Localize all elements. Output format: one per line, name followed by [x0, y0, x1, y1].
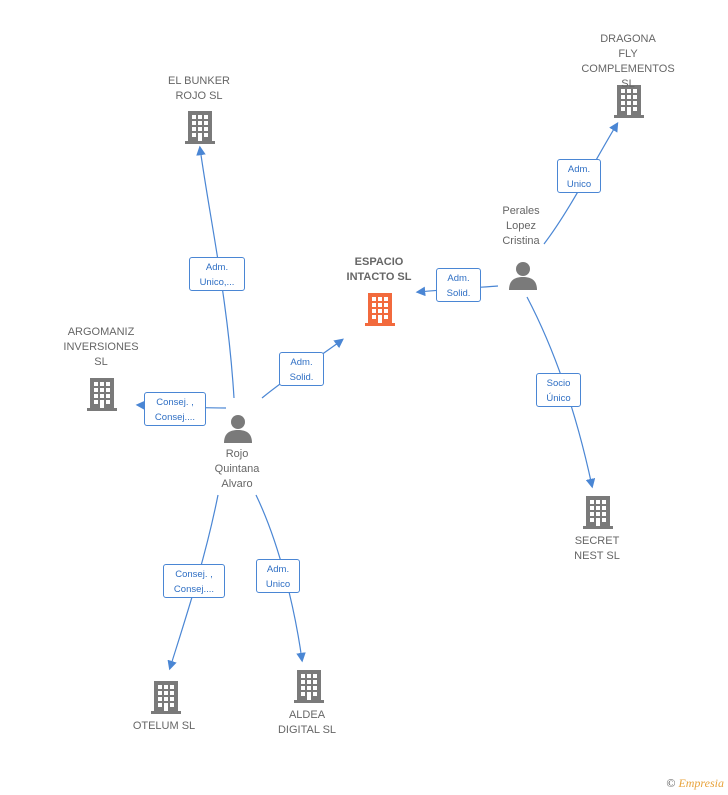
node-label-otelum[interactable]: OTELUM SL [132, 720, 196, 732]
building-icon-secret[interactable] [583, 496, 613, 529]
brand-logo[interactable]: Empresia [678, 776, 724, 790]
copyright-icon: © [666, 776, 676, 790]
node-label-rojo[interactable]: Rojo Quintana Alvaro [214, 448, 260, 490]
edge-label-perales-secret: Socio Único [536, 373, 581, 407]
edge-label-rojo-argomaniz: Consej. , Consej.... [144, 392, 206, 426]
person-icon-rojo[interactable] [224, 415, 252, 443]
edge-label-perales-espacio: Adm. Solid. [436, 268, 481, 302]
node-label-aldea[interactable]: ALDEA DIGITAL SL [277, 709, 337, 736]
building-icon-argomaniz[interactable] [87, 378, 117, 411]
node-label-bunker[interactable]: EL BUNKER ROJO SL [168, 75, 230, 102]
node-label-dragona[interactable]: DRAGONA FLY COMPLEMENTOS SL [581, 33, 675, 90]
node-label-espacio[interactable]: ESPACIO INTACTO SL [346, 256, 412, 283]
edge-label-rojo-otelum: Consej. , Consej.... [163, 564, 225, 598]
building-icon-espacio[interactable] [365, 293, 395, 326]
building-icon-bunker[interactable] [185, 111, 215, 144]
edge-label-rojo-bunker: Adm. Unico,... [189, 257, 245, 291]
node-label-secret[interactable]: SECRET NEST SL [574, 535, 620, 562]
building-icon-otelum[interactable] [151, 681, 181, 714]
building-icon-aldea[interactable] [294, 670, 324, 703]
copyright-footer: © Empresia [666, 776, 724, 791]
node-label-argomaniz[interactable]: ARGOMANIZ INVERSIONES SL [63, 326, 139, 368]
edge-label-rojo-aldea: Adm. Unico [256, 559, 300, 593]
person-icon-perales[interactable] [509, 262, 537, 290]
node-label-perales[interactable]: Perales Lopez Cristina [502, 205, 540, 247]
edge-label-perales-dragona: Adm. Unico [557, 159, 601, 193]
edge-label-rojo-espacio: Adm. Solid. [279, 352, 324, 386]
